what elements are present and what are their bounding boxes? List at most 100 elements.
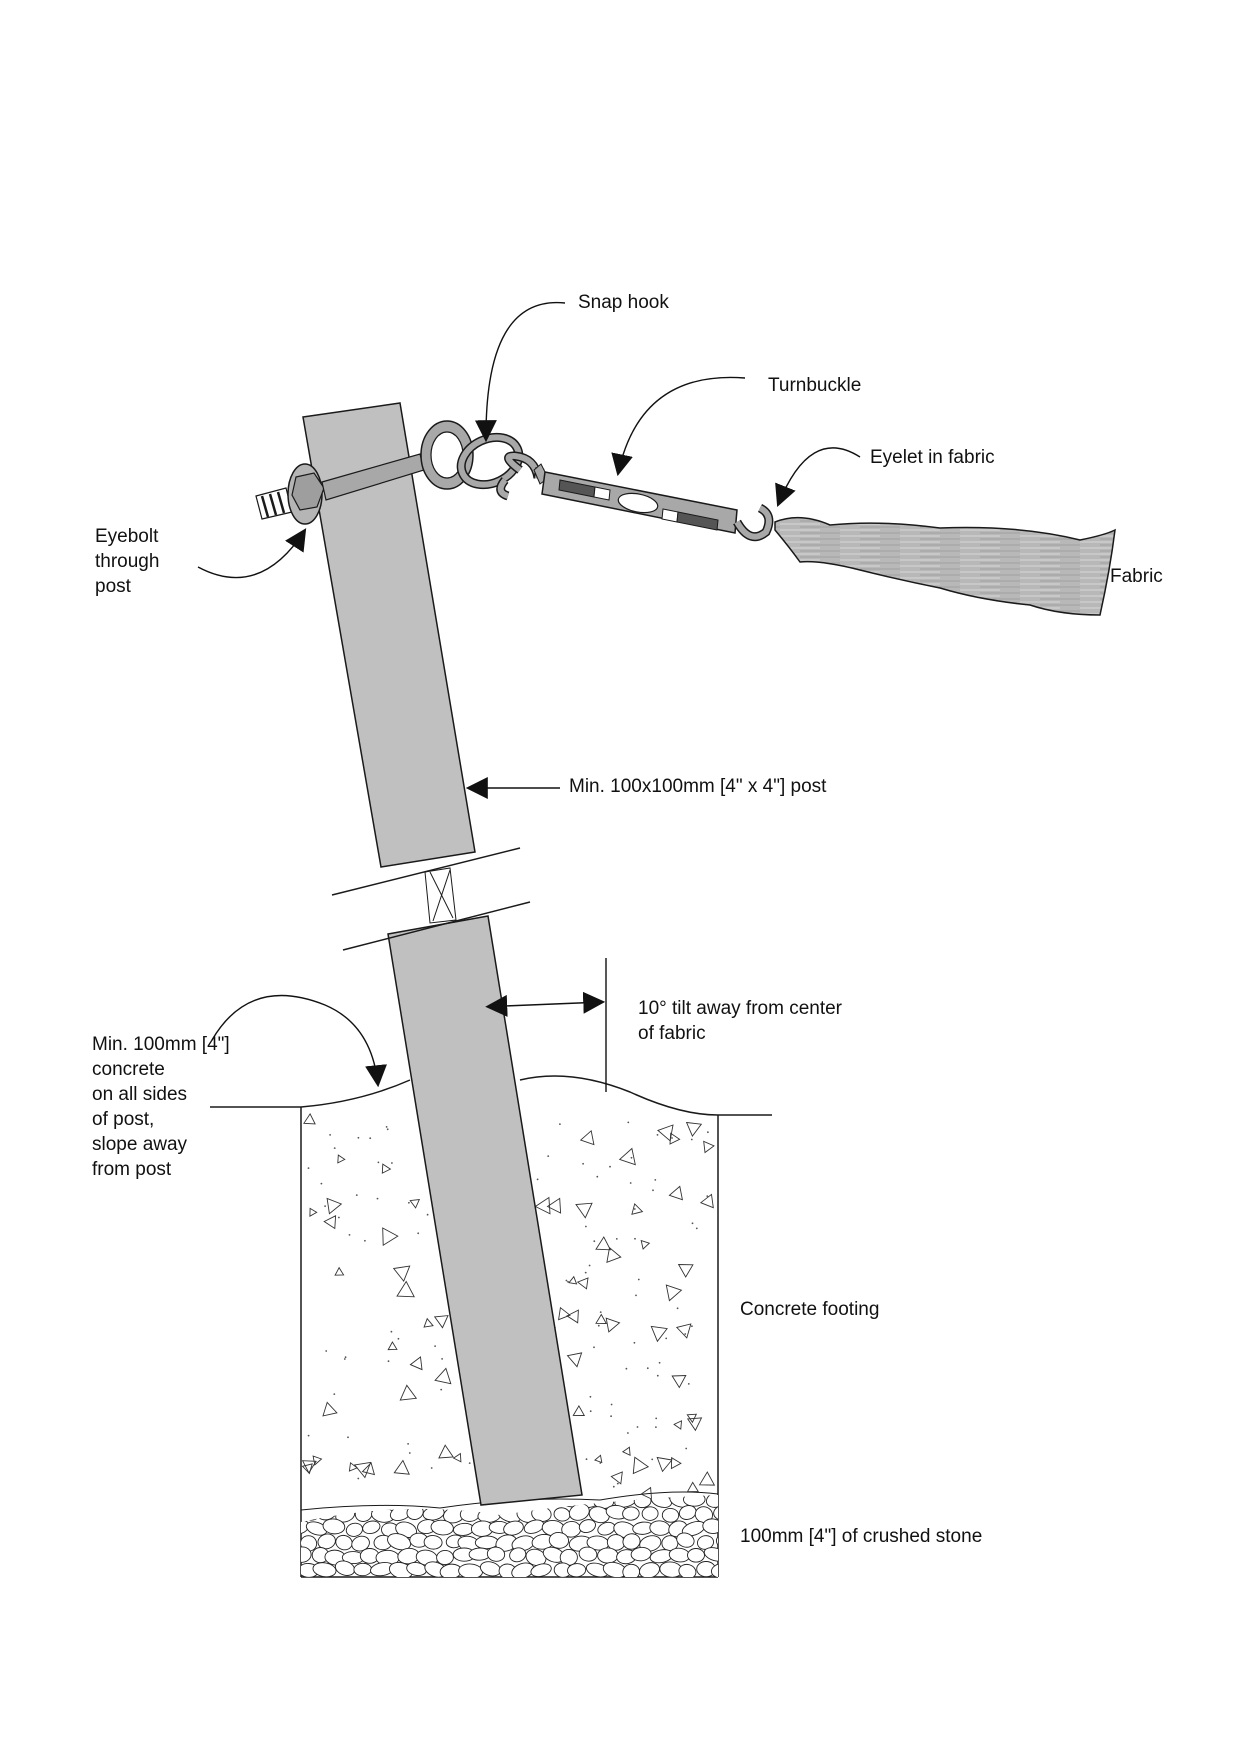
aggregate-dot: [615, 1238, 618, 1240]
aggregate-dot: [629, 1182, 632, 1184]
aggregate-speck: [566, 1352, 583, 1368]
aggregate-speck: [337, 1154, 346, 1164]
aggregate-dot: [385, 1126, 388, 1128]
aggregate-dot: [547, 1155, 550, 1157]
aggregate-dot: [386, 1128, 389, 1131]
aggregate-speck: [392, 1265, 411, 1282]
aggregate-speck: [353, 1461, 372, 1479]
eyebolt-leader: [197, 528, 307, 579]
aggregate-dot: [408, 1452, 411, 1454]
stone: [641, 1506, 659, 1521]
stone: [622, 1533, 641, 1550]
aggregate-dot: [685, 1447, 688, 1450]
aggregate-speck: [301, 1463, 313, 1475]
aggregate-dot: [397, 1337, 400, 1340]
aggregate-dot: [599, 1462, 602, 1464]
post-label: Min. 100x100mm [4" x 4"] post: [569, 776, 827, 797]
aggregate-dot: [627, 1121, 630, 1124]
aggregate-speck: [575, 1202, 593, 1219]
aggregate-speck: [610, 1471, 623, 1485]
aggregate-dot: [625, 1367, 628, 1370]
aggregate-speck: [671, 1375, 687, 1389]
stone: [322, 1518, 346, 1535]
eyebolt: [255, 420, 474, 525]
stone: [503, 1520, 524, 1536]
aggregate-speck: [558, 1306, 571, 1321]
stone: [353, 1562, 372, 1577]
stone: [301, 1546, 312, 1563]
aggregate-dot: [391, 1162, 393, 1164]
aggregate-dot: [671, 1137, 673, 1139]
stone: [661, 1507, 680, 1523]
fabric-label: Fabric: [1110, 566, 1163, 587]
aggregate-speck: [361, 1462, 376, 1476]
stone: [715, 1532, 718, 1549]
aggregate-speck: [631, 1203, 644, 1215]
aggregate-speck: [303, 1113, 316, 1125]
aggregate-dot: [582, 1162, 584, 1165]
wood-post: [302, 402, 583, 1506]
aggregate-dot: [434, 1345, 436, 1347]
aggregate-dot: [596, 1175, 599, 1178]
aggregate-speck: [650, 1325, 668, 1343]
aggregate-speck: [433, 1315, 449, 1329]
aggregate-speck: [699, 1193, 714, 1209]
aggregate-speck: [387, 1341, 398, 1351]
stone: [362, 1520, 381, 1535]
aggregate-dot: [655, 1426, 657, 1428]
stone: [649, 1520, 671, 1536]
aggregate-dot: [468, 1462, 471, 1464]
stone: [301, 1495, 311, 1508]
stone: [548, 1532, 570, 1549]
aggregate-dot: [616, 1482, 619, 1485]
aggregate-dot: [651, 1458, 654, 1461]
stone: [705, 1495, 718, 1508]
aggregate-speck: [605, 1317, 621, 1333]
aggregate-dot: [355, 1194, 358, 1196]
aggregate-speck: [677, 1264, 694, 1278]
aggregate-dot: [655, 1417, 658, 1420]
stone: [676, 1532, 695, 1548]
aggregate-speck: [452, 1452, 462, 1463]
aggregate-speck: [326, 1197, 343, 1215]
aggregate-speck: [675, 1323, 692, 1339]
concrete-cover-label: Min. 100mm [4"] concrete on all sides of…: [92, 1034, 230, 1180]
aggregate-speck: [698, 1471, 716, 1486]
aggregate-dot: [597, 1324, 600, 1327]
stone: [578, 1546, 598, 1562]
stone: [530, 1563, 552, 1577]
aggregate-dot: [687, 1383, 690, 1385]
aggregate-speck: [568, 1275, 578, 1285]
aggregate-dot: [585, 1225, 587, 1228]
stone: [423, 1535, 443, 1550]
aggregate-dot: [695, 1227, 698, 1230]
aggregate-speck: [399, 1384, 418, 1401]
aggregate-dot: [633, 1341, 636, 1344]
aggregate-dot: [357, 1136, 360, 1139]
stone: [630, 1546, 652, 1562]
stone-label: 100mm [4"] of crushed stone: [740, 1526, 983, 1547]
aggregate-dot: [684, 1333, 687, 1335]
stone: [567, 1563, 587, 1577]
aggregate-speck: [334, 1266, 345, 1276]
aggregate-dot: [593, 1240, 596, 1243]
aggregate-dot: [307, 1434, 310, 1437]
aggregate-dot: [634, 1237, 636, 1240]
footing-label: Concrete footing: [740, 1299, 880, 1320]
aggregate-speck: [423, 1317, 434, 1328]
aggregate-speck: [566, 1309, 579, 1324]
aggregate-dot: [599, 1311, 602, 1313]
aggregate-dot: [320, 1182, 323, 1185]
aggregate-speck: [409, 1356, 423, 1371]
aggregate-dot: [646, 1367, 649, 1370]
aggregate-dot: [357, 1477, 360, 1480]
aggregate-dot: [536, 1178, 539, 1181]
stone: [687, 1548, 705, 1563]
aggregate-speck: [534, 1196, 551, 1215]
stone: [525, 1548, 547, 1567]
aggregate-speck: [579, 1129, 595, 1146]
aggregate-speck: [381, 1163, 392, 1174]
aggregate-dot: [652, 1189, 654, 1192]
aggregate-speck: [396, 1280, 415, 1298]
